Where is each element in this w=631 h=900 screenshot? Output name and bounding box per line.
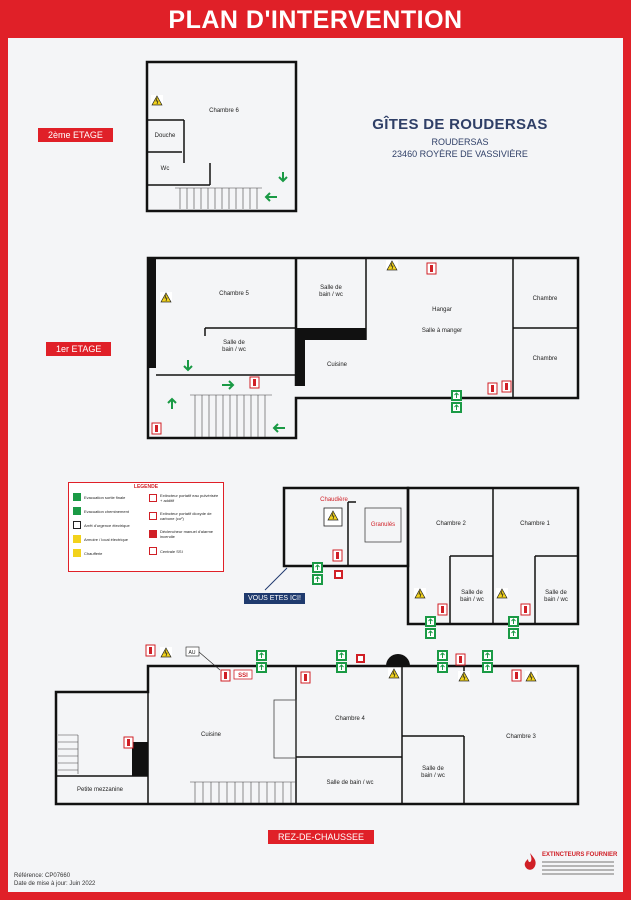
room-chambre-3: Chambre 3 (506, 734, 536, 740)
room-chambre-1st-a: Chambre (533, 296, 558, 302)
brand-logo: EXTINCTEURS FOURNIER (520, 852, 618, 886)
floor-2nd-plan (145, 60, 298, 213)
electrical-warning-icon (73, 535, 81, 543)
level-label-2nd: 2ème ETAGE (38, 128, 113, 142)
site-address: 23460 ROYÈRE DE VASSIVIÈRE (392, 149, 528, 159)
room-sdb-annex-a-line1: Salle de (461, 590, 483, 596)
room-sdb-1st-b-line1: Salle de (320, 285, 342, 291)
room-sdb-ground-b-line2: bain / wc (421, 773, 445, 779)
exit-sign-icon (73, 493, 81, 501)
reference-text: Référence: CP07660 (14, 873, 71, 879)
page-title: PLAN D'INTERVENTION (0, 0, 631, 38)
update-date-text: Date de mise à jour: Juin 2022 (14, 881, 96, 887)
room-sdb-1st-a-line1: Salle de (223, 340, 245, 346)
site-locality: ROUDERSAS (431, 137, 489, 147)
room-sdb-annex-a-line2: bain / wc (460, 597, 484, 603)
level-label-1st: 1er ETAGE (46, 342, 112, 356)
brand-fine-print (542, 861, 614, 877)
alarm-trigger-icon (149, 530, 157, 538)
room-sdb-annex-b-line1: Salle de (545, 590, 567, 596)
legend-item-extinguisher-co2: Extincteur portatif dioxyde de carbone (… (149, 511, 221, 521)
annex-plan (264, 486, 580, 640)
room-sdb-1st-b-line2: bain / wc (319, 292, 343, 298)
room-chaudiere: Chaudière (320, 497, 348, 503)
au-badge: AU (189, 650, 196, 656)
floor-ground-plan (54, 644, 580, 806)
legend-item-extinguisher-water: Extincteur portatif eau pulvérisée + add… (149, 493, 221, 503)
site-name: GÎTES DE ROUDERSAS (372, 116, 548, 133)
level-label-ground: REZ-DE-CHAUSSEE (268, 830, 374, 844)
extinguisher-co2-icon (149, 512, 157, 520)
floor-1st-plan (146, 256, 580, 440)
room-douche: Douche (155, 133, 176, 139)
room-granules: Granulés (371, 522, 395, 528)
room-sdb-annex-b-line2: bain / wc (544, 597, 568, 603)
room-wc: Wc (161, 166, 170, 172)
ssi-badge: SSI (238, 673, 248, 679)
room-petite-mezzanine: Petite mezzanine (77, 787, 124, 793)
room-hangar: Hangar (432, 307, 452, 313)
room-sdb-ground-a: Salle de bain / wc (326, 780, 373, 786)
room-sdb-1st-a-line2: bain / wc (222, 347, 246, 353)
room-chambre-5: Chambre 5 (219, 291, 249, 297)
au-icon (73, 521, 81, 529)
extinguisher-icon (149, 494, 157, 502)
legend-item-exit-path: Evacuation cheminement (73, 507, 145, 515)
arrow-right-icon (73, 507, 81, 515)
room-sdb-ground-b-line1: Salle de (422, 766, 444, 772)
fire-logo-icon (524, 853, 536, 870)
room-chambre-4: Chambre 4 (335, 716, 365, 722)
legend-title: LEGENDE (133, 484, 159, 490)
room-chambre-2: Chambre 2 (436, 521, 466, 527)
room-cuisine-1st: Cuisine (327, 362, 348, 368)
you-are-here-label: VOUS ETES ICI! (244, 593, 305, 604)
legend-item-ssi: Centrale SSI (149, 547, 221, 555)
legend-item-exit-final: Evacuation sortie finale (73, 493, 145, 501)
legend-item-alarm: Déclencheur manuel d'alarme incendie (149, 529, 221, 539)
boiler-warning-icon (73, 549, 81, 557)
legend-item-electrical: Armoire / local électrique (73, 535, 145, 543)
brand-name: EXTINCTEURS FOURNIER (542, 852, 618, 858)
room-salle-a-manger: Salle à manger (422, 328, 462, 334)
legend-item-emergency-stop: Arrêt d'urgence électrique (73, 521, 145, 529)
room-chambre-6: Chambre 6 (209, 108, 239, 114)
legend-item-boiler: Chaufferie (73, 549, 145, 557)
room-cuisine-ground: Cuisine (201, 732, 222, 738)
legend-box: LEGENDE Evacuation sortie finale Evacuat… (68, 482, 224, 572)
ssi-icon (149, 547, 157, 555)
room-chambre-1st-b: Chambre (533, 356, 558, 362)
room-chambre-1: Chambre 1 (520, 521, 550, 527)
